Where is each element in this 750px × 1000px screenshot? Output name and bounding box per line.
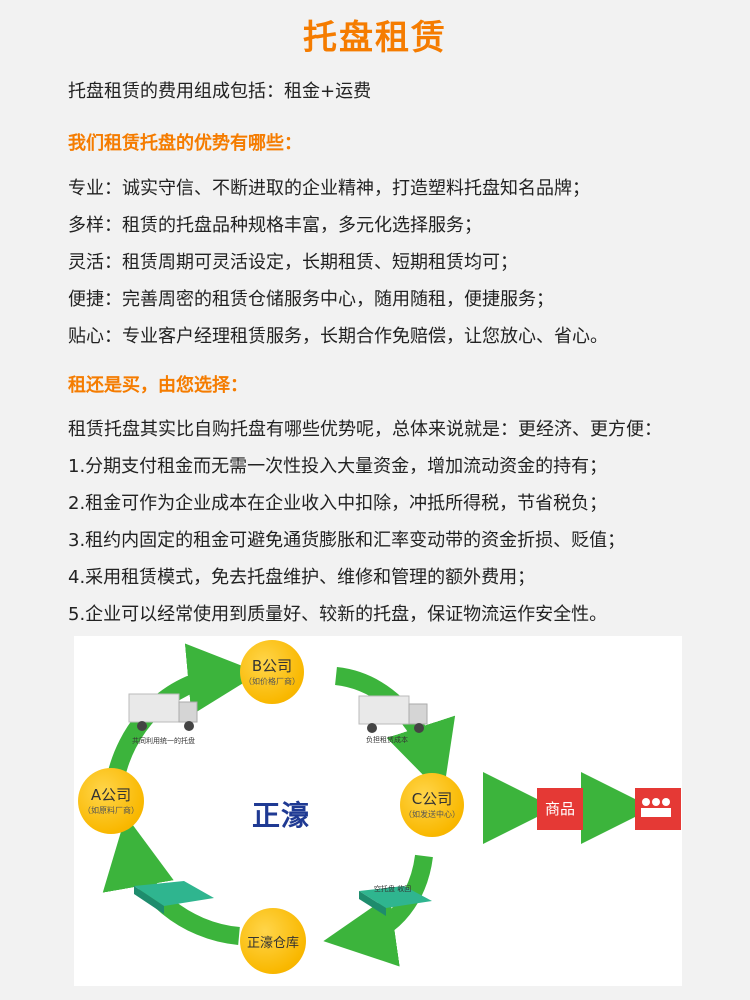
advantage-item: 多样：租赁的托盘品种规格丰富，多元化选择服务； bbox=[68, 215, 482, 236]
zhenghao-logo: 正濠 bbox=[252, 799, 311, 832]
advantage-item: 便捷：完善周密的租赁仓储服务中心，随用随租，便捷服务； bbox=[68, 289, 554, 310]
arrow-c-to-warehouse bbox=[323, 854, 433, 967]
arrow-warehouse-to-a bbox=[102, 815, 241, 945]
choice-point: 5.企业可以经常使用到质量好、较新的托盘，保证物流运作安全性。 bbox=[68, 604, 608, 625]
choice-point: 4.采用租赁模式，免去托盘维护、维修和管理的额外费用； bbox=[68, 567, 536, 588]
flow-arrows bbox=[102, 643, 653, 967]
truck-right-icon bbox=[358, 695, 428, 733]
advantage-item: 贴心：专业客户经理租赁服务，长期合作免赔偿，让您放心、省心。 bbox=[68, 326, 608, 347]
advantage-item: 专业：诚实守信、不断进取的企业精神，打造塑料托盘知名品牌； bbox=[68, 178, 590, 199]
choice-point: 1.分期支付租金而无需一次性投入大量资金，增加流动资金的持有； bbox=[68, 456, 608, 477]
flow-arrows bbox=[74, 636, 682, 986]
choice-point: 2.租金可作为企业成本在企业收入中扣除，冲抵所得税，节省税负； bbox=[68, 493, 608, 514]
advantages-heading: 我们租赁托盘的优势有哪些： bbox=[68, 133, 302, 154]
c-company-node: C公司 （如发送中心） bbox=[400, 773, 464, 837]
goods-box: 商品 bbox=[537, 788, 583, 830]
rental-flow-diagram: B公司 （如价格厂商） A公司 （如原料厂商） C公司 （如发送中心） 正濠仓库… bbox=[74, 636, 682, 986]
intro-text: 托盘租赁的费用组成包括：租金+运费 bbox=[68, 81, 372, 102]
pallet-caption: 空托盘 收回 bbox=[374, 885, 412, 893]
choice-point: 3.租约内固定的租金可避免通货膨胀和汇率变动带的资金折损、贬值； bbox=[68, 530, 626, 551]
choice-summary: 租赁托盘其实比自购托盘有哪些优势呢，总体来说就是：更经济、更方便： bbox=[68, 419, 662, 440]
page-title: 托盘租赁 bbox=[303, 18, 447, 58]
c-company-label: C公司 bbox=[411, 790, 453, 808]
truck-right-caption: 负担租赁成本 bbox=[366, 736, 408, 744]
choice-heading: 租还是买，由您选择： bbox=[68, 375, 248, 396]
b-company-label: B公司 bbox=[251, 657, 293, 675]
a-company-label: A公司 bbox=[90, 786, 132, 804]
pallet-right-icon bbox=[359, 886, 432, 916]
advantage-item: 灵活：租赁周期可灵活设定，长期租赁、短期租赁均可； bbox=[68, 252, 518, 273]
warehouse-node: 正濠仓库 bbox=[240, 908, 306, 974]
b-company-node: B公司 （如价格厂商） bbox=[240, 640, 304, 704]
truck-left-icon bbox=[128, 693, 198, 731]
c-company-note: （如发送中心） bbox=[404, 810, 460, 819]
pallet-left-icon bbox=[134, 881, 214, 914]
goods-label: 商品 bbox=[544, 800, 575, 818]
b-company-note: （如价格厂商） bbox=[244, 677, 300, 686]
a-company-note: （如原料厂商） bbox=[83, 806, 139, 815]
warehouse-label: 正濠仓库 bbox=[246, 936, 299, 951]
truck-left-caption: 共同利用统一的托盘 bbox=[132, 737, 195, 745]
a-company-node: A公司 （如原料厂商） bbox=[78, 768, 144, 834]
